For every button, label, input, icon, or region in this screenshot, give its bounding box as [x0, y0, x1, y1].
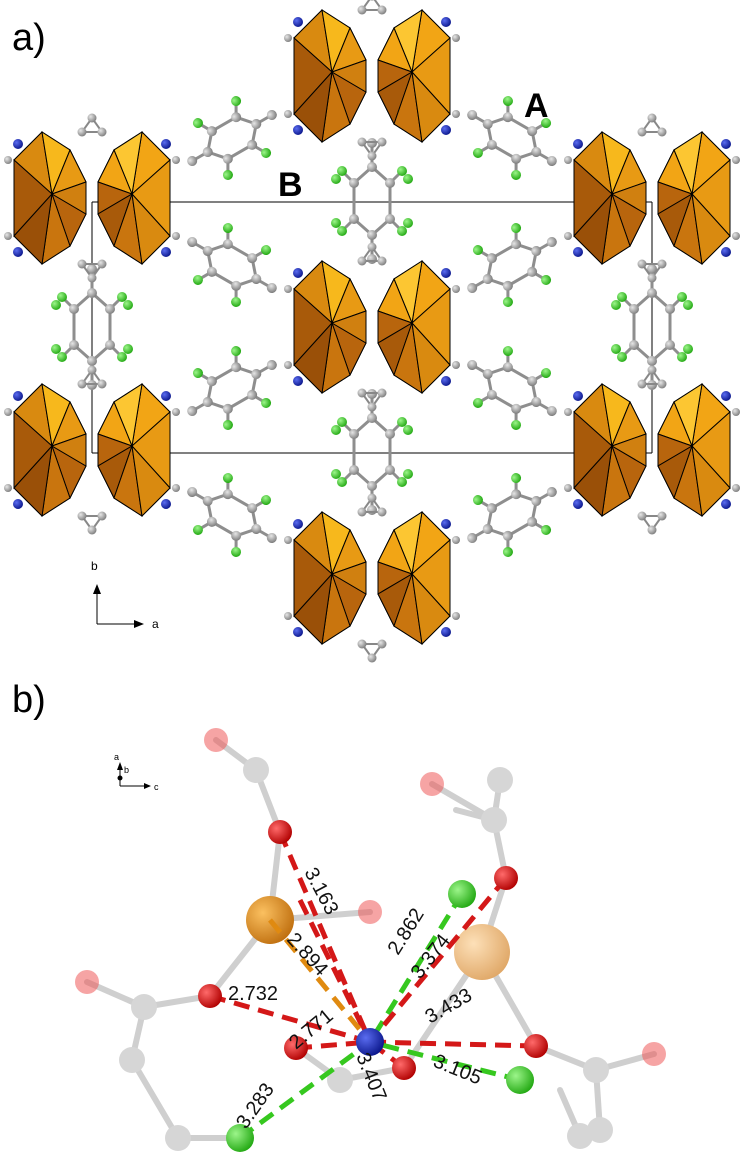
nitrogen-atom [356, 1028, 384, 1056]
panel-a-label: a) [12, 17, 46, 59]
oxygen-atoms [198, 820, 548, 1080]
linker-diagonal [448, 207, 576, 323]
distance-label: 3.283 [232, 1079, 279, 1133]
axis-label-a: a [152, 617, 159, 631]
cell-label-a: A [524, 87, 549, 125]
linker-diagonal [168, 207, 296, 323]
distance-label: 3.433 [422, 984, 476, 1028]
distance-label: 3.105 [430, 1050, 485, 1089]
linker-diagonal [448, 330, 576, 446]
faded-atoms [75, 728, 666, 1066]
panel-a: a) A B [3, 0, 741, 664]
axis-label-right: c [154, 782, 159, 792]
metal-cluster [283, 241, 461, 413]
linker-diagonal [168, 457, 296, 573]
fluorine-atoms [226, 880, 534, 1152]
axis-label-depth: b [124, 765, 129, 775]
axis-indicator-b: a b c [114, 752, 159, 792]
cell-label-b: B [278, 166, 303, 204]
linker-diagonal [168, 80, 296, 196]
panel-b-label: b) [12, 679, 46, 721]
axis-indicator-a: b a [91, 559, 159, 631]
linker-diagonal [448, 80, 576, 196]
linker-diagonal [168, 330, 296, 446]
panel-b: b) a b c [12, 679, 666, 1152]
distance-label: 2.732 [228, 983, 278, 1005]
metal-cluster [283, 0, 461, 162]
metal-atom-right [454, 924, 510, 980]
linker-diagonal [448, 457, 576, 573]
metal-cluster [283, 492, 461, 664]
axis-label-b: b [91, 559, 98, 573]
axis-label-up: a [114, 752, 119, 762]
contact-lines [209, 831, 537, 1141]
carbon-atoms [119, 757, 613, 1151]
